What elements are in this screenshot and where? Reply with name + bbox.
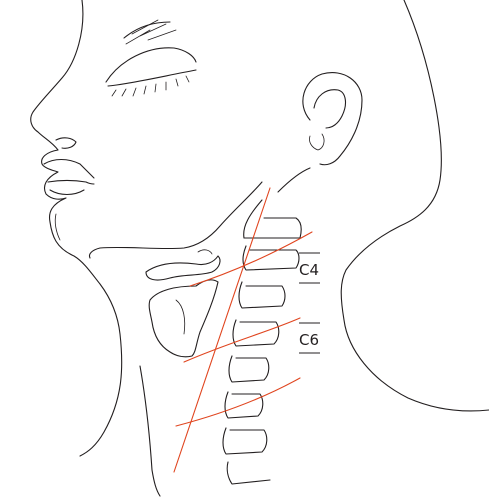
closed-eye <box>108 70 196 86</box>
ear-outline <box>303 73 362 165</box>
cervical-vertebra-c6 <box>229 356 269 382</box>
cervical-vertebra-c3 <box>243 246 299 270</box>
nostril <box>56 138 76 148</box>
ear-concha <box>309 134 324 150</box>
ear-inner-fold <box>314 90 345 128</box>
c4-label: C4 <box>299 261 319 279</box>
jaw-angle <box>278 168 310 192</box>
face-profile-outline <box>31 0 122 456</box>
thyroid-cartilage <box>149 280 218 357</box>
hyoid-horn <box>198 250 212 254</box>
throat-front-line <box>140 366 160 496</box>
mouth-line <box>48 181 94 185</box>
cervical-vertebra-c2 <box>244 200 302 238</box>
upper-eyelid <box>106 48 196 82</box>
hyoid-bone <box>146 256 220 280</box>
thyroid-notch <box>176 300 185 334</box>
cervical-vertebra-c7 <box>225 392 263 418</box>
guide-line-c6 <box>176 378 300 426</box>
cervical-vertebra-c4 <box>239 282 285 308</box>
eyebrow <box>124 22 170 38</box>
lower-lip <box>50 190 84 195</box>
guide-line-c4 <box>190 232 312 286</box>
thoracic-vertebra-t2 <box>227 462 270 484</box>
head-back-outline <box>341 0 489 411</box>
cervical-vertebra-c5 <box>233 320 279 346</box>
c6-label: C6 <box>299 331 319 349</box>
chin-crease <box>55 214 60 240</box>
eyebrow-strokes <box>126 20 176 44</box>
guide-line-vertical <box>174 188 270 472</box>
upper-lip <box>44 160 94 179</box>
thoracic-vertebra-t1 <box>223 428 267 454</box>
jawline <box>89 182 262 258</box>
guide-line-c5 <box>184 318 300 362</box>
